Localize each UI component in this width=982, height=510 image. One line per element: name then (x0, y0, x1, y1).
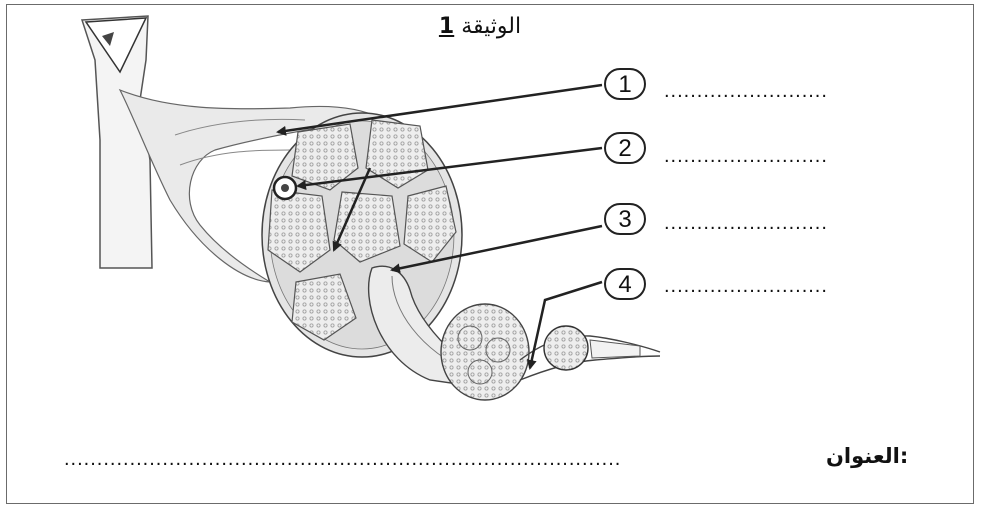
footer-title-answer[interactable]: ........................................… (64, 448, 764, 471)
answer-line-3[interactable]: ......................... (664, 212, 926, 235)
footer-title-label: العنوان: (826, 444, 908, 468)
muscle-fiber (520, 326, 660, 380)
label-badge-3: 3 (604, 203, 646, 235)
label-badge-4: 4 (604, 268, 646, 300)
label-badge-1: 1 (604, 68, 646, 100)
blood-vessel (274, 177, 296, 199)
answer-line-4[interactable]: ......................... (664, 275, 926, 298)
answer-line-2[interactable]: ......................... (664, 145, 926, 168)
answer-line-1[interactable]: ......................... (664, 80, 926, 103)
label-badge-2: 2 (604, 132, 646, 164)
bone (82, 16, 152, 268)
